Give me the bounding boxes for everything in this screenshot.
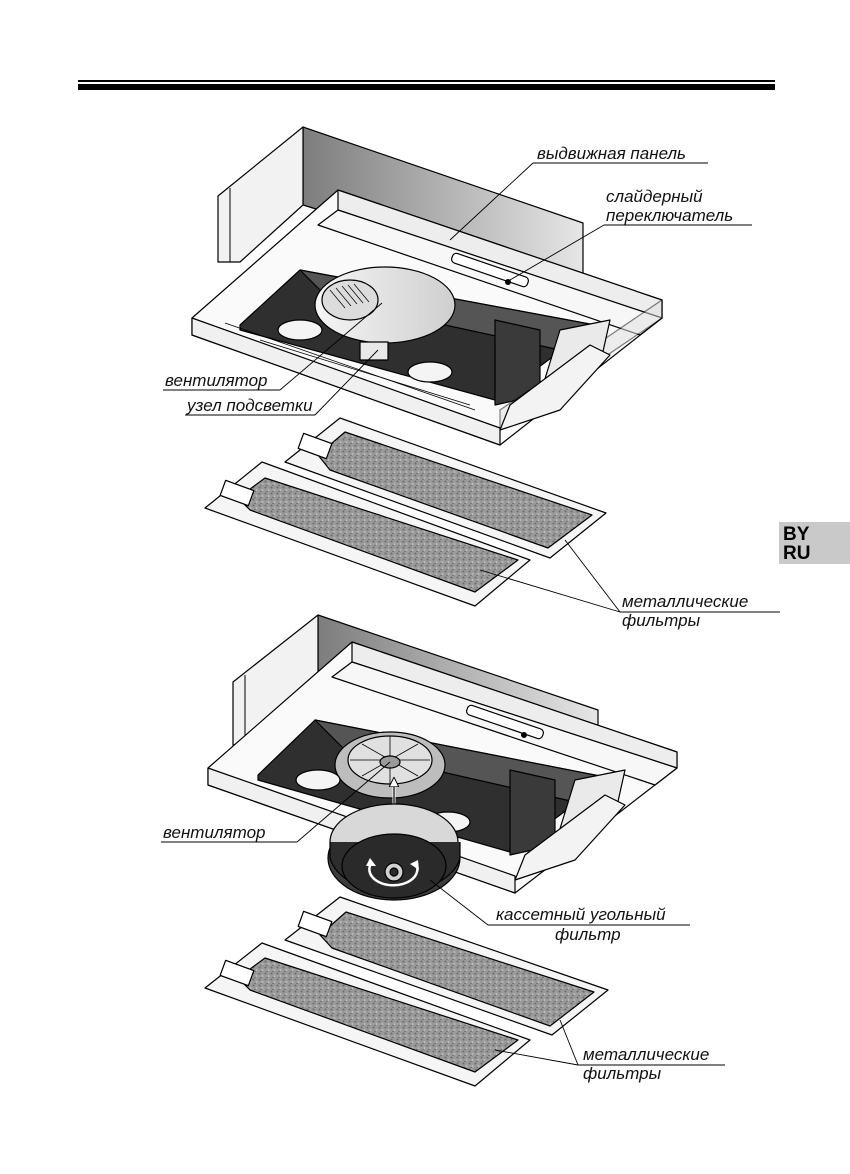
language-ru: RU bbox=[783, 543, 811, 564]
label-slider-switch-line2: переключатель bbox=[606, 206, 734, 225]
language-tab: BY RU bbox=[779, 522, 850, 564]
label-metal-filters-bottom-line2: фильтры bbox=[583, 1064, 662, 1083]
filter-top-front-mesh bbox=[237, 477, 519, 593]
label-metal-filters-top-line1: металлические bbox=[622, 592, 749, 611]
filters-bottom bbox=[204, 896, 609, 1087]
filter-bottom-back-mesh bbox=[319, 911, 595, 1027]
label-carbon-filter-line1: кассетный угольный bbox=[496, 905, 666, 924]
filter-top-back-mesh bbox=[317, 431, 593, 549]
header-rule-thin bbox=[78, 80, 775, 82]
hood-top-slider-switch bbox=[451, 252, 529, 288]
language-by: BY bbox=[783, 524, 810, 545]
header-rule-thick bbox=[78, 84, 775, 90]
hood-top bbox=[191, 126, 663, 446]
label-fan-bottom: вентилятор bbox=[163, 823, 266, 842]
label-carbon-filter-line2: фильтр bbox=[555, 925, 621, 944]
label-fan-top: вентилятор bbox=[165, 371, 268, 390]
label-sliding-panel: выдвижная панель bbox=[537, 144, 686, 163]
label-metal-filters-top-line2: фильтры bbox=[622, 611, 701, 630]
hood-top-lamp-left bbox=[277, 319, 323, 341]
hood-bottom-lamp-left bbox=[295, 769, 341, 791]
label-lighting-unit: узел подсветки bbox=[187, 396, 313, 415]
leader-lines bbox=[161, 162, 780, 1066]
label-slider-switch-line1: слайдерный bbox=[606, 187, 703, 206]
filters-top bbox=[204, 417, 607, 607]
hood-top-lamp-right bbox=[407, 361, 453, 383]
hood-bottom-slider-switch bbox=[466, 704, 544, 740]
label-metal-filters-bottom-line1: металлические bbox=[583, 1045, 710, 1064]
carbon-filter bbox=[327, 803, 461, 901]
filter-bottom-front-mesh bbox=[237, 957, 519, 1073]
hood-top-side-wall bbox=[217, 126, 304, 263]
